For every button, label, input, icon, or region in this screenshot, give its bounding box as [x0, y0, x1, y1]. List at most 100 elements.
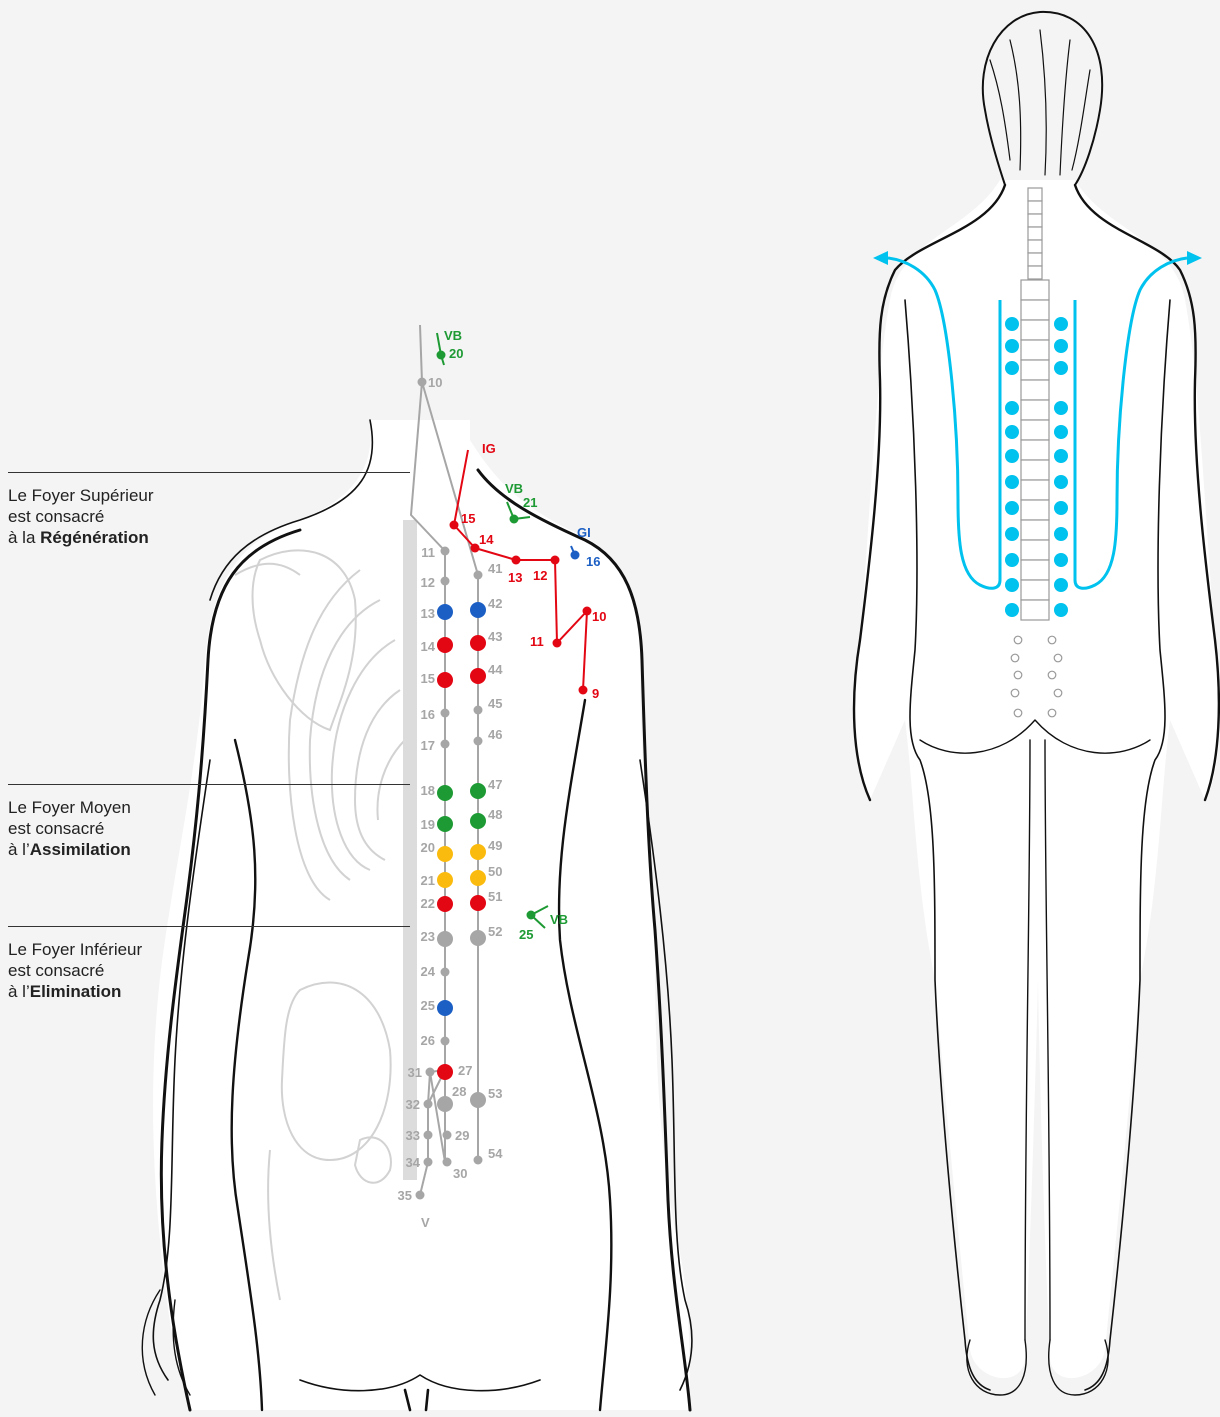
energy-dot-right: [1054, 603, 1068, 617]
caption-upper-line3: à la Régénération: [8, 527, 208, 548]
energy-dot-right: [1054, 527, 1068, 541]
inner-point-25: [437, 1000, 453, 1016]
ig-15: 15: [461, 511, 475, 526]
outer-point-42: [470, 602, 486, 618]
inner-point-29: [443, 1131, 452, 1140]
inner-label-19: 19: [421, 817, 435, 832]
ig-14: 14: [479, 532, 494, 547]
rule-middle: [8, 784, 410, 785]
sacral-label-32: 32: [406, 1097, 420, 1112]
inner-label-14: 14: [421, 639, 436, 654]
spine-vertebra: [1021, 560, 1049, 580]
spine-vertebra: [1021, 480, 1049, 500]
inner-label-18: 18: [421, 783, 435, 798]
outer-label-42: 42: [488, 596, 502, 611]
spine-vertebra: [1021, 380, 1049, 400]
outer-label-54: 54: [488, 1146, 503, 1161]
vb21-name: VB: [505, 481, 523, 496]
left-body-fill: [153, 420, 690, 1410]
energy-dot-right: [1054, 401, 1068, 415]
caption-middle-prefix: à l’: [8, 840, 30, 859]
spine-vertebra: [1021, 420, 1049, 440]
caption-lower-line2: est consacré: [8, 960, 208, 981]
inner-label-29: 29: [455, 1128, 469, 1143]
outer-point-45: [474, 706, 483, 715]
energy-dot-left: [1005, 401, 1019, 415]
outer-label-41: 41: [488, 561, 502, 576]
spine-vertebra: [1021, 460, 1049, 480]
inner-point-13: [437, 604, 453, 620]
energy-dot-left: [1005, 578, 1019, 592]
cervical-vertebra: [1028, 240, 1042, 253]
outer-label-46: 46: [488, 727, 502, 742]
outer-point-51: [470, 895, 486, 911]
sacral-point-32: [424, 1100, 433, 1109]
sacral-point-34: [424, 1158, 433, 1167]
open-dot-right: [1048, 709, 1056, 717]
inner-point-19: [437, 816, 453, 832]
outer-point-48: [470, 813, 486, 829]
inner-point-24: [441, 968, 450, 977]
energy-dot-right: [1054, 425, 1068, 439]
outer-label-52: 52: [488, 924, 502, 939]
energy-dot-left: [1005, 361, 1019, 375]
vb-point-21: [510, 515, 519, 524]
energy-dot-right: [1054, 317, 1068, 331]
energy-dot-right: [1054, 339, 1068, 353]
energy-dot-left: [1005, 527, 1019, 541]
inner-label-13: 13: [421, 606, 435, 621]
outer-point-50: [470, 870, 486, 886]
vb20-stem: [437, 333, 444, 365]
inner-point-26: [441, 1037, 450, 1046]
caption-lower-line1: Le Foyer Inférieur: [8, 939, 208, 960]
open-dot-right: [1054, 689, 1062, 697]
ig-11: 11: [530, 634, 544, 649]
energy-dot-left: [1005, 449, 1019, 463]
caption-middle: Le Foyer Moyen est consacré à l’Assimila…: [8, 797, 208, 860]
open-dot-right: [1048, 671, 1056, 679]
inner-point-28: [437, 1096, 453, 1112]
energy-dot-left: [1005, 603, 1019, 617]
caption-lower: Le Foyer Inférieur est consacré à l’Elim…: [8, 939, 208, 1002]
outer-point-52: [470, 930, 486, 946]
energy-dot-left: [1005, 501, 1019, 515]
sacral-point-35: [416, 1191, 425, 1200]
spine-vertebra: [1021, 360, 1049, 380]
energy-dot-right: [1054, 501, 1068, 515]
outer-point-53: [470, 1092, 486, 1108]
outer-point-47: [470, 783, 486, 799]
inner-point-21: [437, 872, 453, 888]
inner-point-20: [437, 846, 453, 862]
outer-point-46: [474, 737, 483, 746]
ig-name: IG: [482, 441, 496, 456]
inner-point-27: [437, 1064, 453, 1080]
rule-lower: [8, 926, 410, 927]
caption-lower-line3: à l’Elimination: [8, 981, 208, 1002]
inner-label-26: 26: [421, 1033, 435, 1048]
caption-upper: Le Foyer Supérieur est consacré à la Rég…: [8, 485, 208, 548]
ig-point-11: [553, 639, 562, 648]
spine-vertebra: [1021, 280, 1049, 300]
energy-dot-left: [1005, 339, 1019, 353]
outer-label-51: 51: [488, 889, 502, 904]
energy-dot-right: [1054, 361, 1068, 375]
cervical-vertebra: [1028, 188, 1042, 201]
ig-point-9: [579, 686, 588, 695]
outer-label-49: 49: [488, 838, 502, 853]
inner-label-30: 30: [453, 1166, 467, 1181]
outer-point-44: [470, 668, 486, 684]
spine-vertebra: [1021, 440, 1049, 460]
gi-point-16: [571, 551, 580, 560]
vb-point-25: [527, 911, 536, 920]
open-dot-left: [1011, 654, 1019, 662]
inner-point-11: [441, 547, 450, 556]
left-body-outline: [142, 420, 692, 1410]
vb25-name: VB: [550, 912, 568, 927]
inner-label-12: 12: [421, 575, 435, 590]
outer-label-50: 50: [488, 864, 502, 879]
inner-label-11: 11: [421, 545, 435, 560]
ig-point-12: [551, 556, 560, 565]
cervical-vertebra: [1028, 253, 1042, 266]
